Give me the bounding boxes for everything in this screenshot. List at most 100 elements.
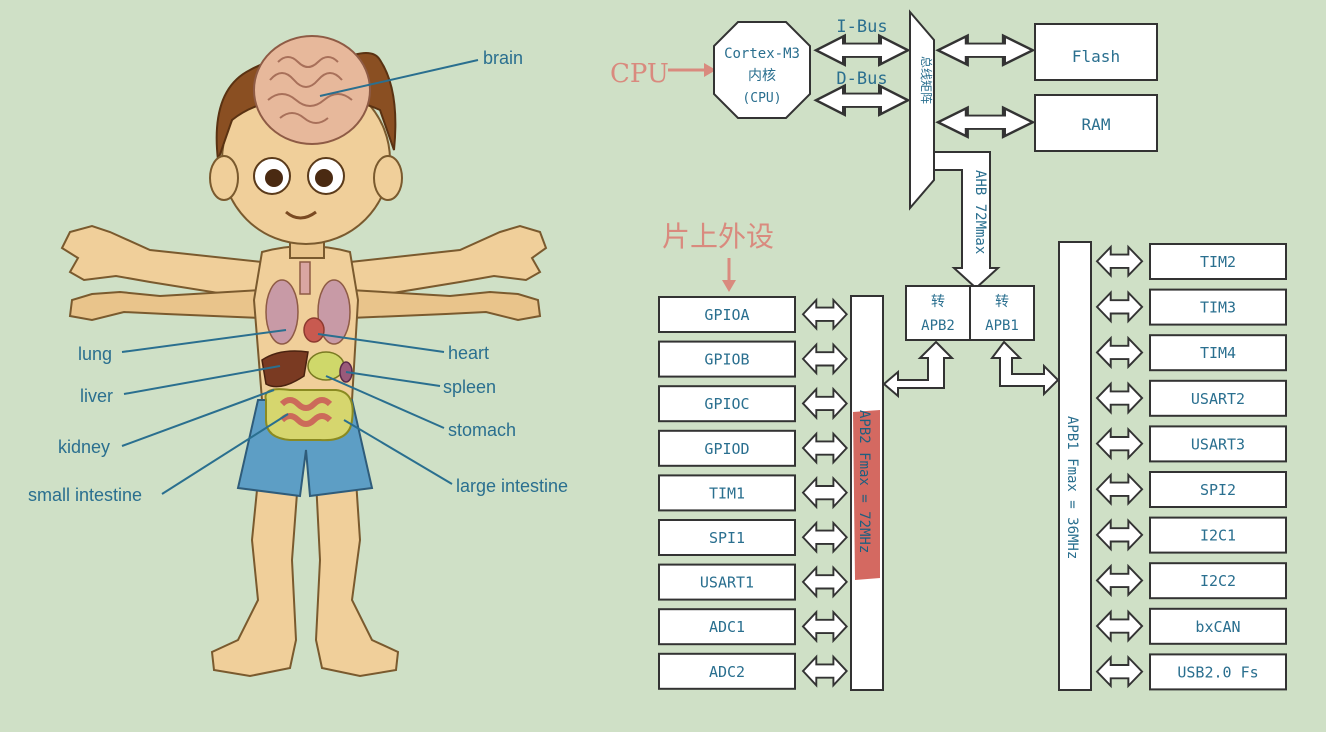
- liver-organ: [261, 350, 309, 388]
- peripheral-arrow-icon: [1096, 610, 1144, 642]
- bridge-apb1-line2: APB1: [985, 318, 1019, 334]
- apb1-bus-label: APB1 Fmax = 36MHz: [1064, 416, 1080, 559]
- ram-arrow-icon: [938, 108, 1033, 137]
- cpu-core-text: Cortex-M3 内核 (CPU): [724, 46, 800, 106]
- anatomy-labels: brain lung heart liver spleen kidney sto…: [28, 48, 568, 505]
- flash-block: [1034, 23, 1158, 81]
- peripheral-label: USART1: [700, 574, 754, 592]
- peripheral-label: I2C2: [1200, 572, 1236, 590]
- apb1-bus-bar: [1058, 241, 1092, 691]
- peripheral-arrow-icon: [1096, 382, 1144, 414]
- peripheral-gpioc: [658, 385, 796, 423]
- lung-right-organ: [317, 279, 351, 345]
- bridge-apb2-line1: 转: [931, 293, 945, 309]
- peripheral-label: GPIOC: [704, 395, 749, 413]
- apb2-highlight-mark: [853, 410, 880, 580]
- right-leg: [314, 479, 400, 678]
- mouth: [285, 210, 317, 220]
- peripheral-label: SPI2: [1200, 481, 1236, 499]
- peripheral-label: GPIOD: [704, 440, 749, 458]
- peripheral-i2c1: [1149, 516, 1287, 554]
- peripheral-arrow-icon: [1096, 337, 1144, 368]
- peripheral-label: GPIOB: [704, 351, 749, 369]
- leader-liver: [123, 365, 281, 395]
- leader-large-intestine: [343, 419, 453, 485]
- label-brain: brain: [483, 48, 523, 68]
- peripheral-usart2: [1149, 379, 1287, 417]
- peripheral-tim1: [658, 474, 796, 512]
- brain-organ: [253, 35, 371, 145]
- ahb-label: AHB 72Mmax: [972, 170, 988, 254]
- heart-organ: [303, 317, 325, 343]
- mcu-block-diagram: CPU Cortex-M3 内核 (CPU) I-Bus D-Bus 总线矩阵 …: [610, 9, 1287, 691]
- peripheral-usart1: [658, 563, 796, 601]
- peripheral-adc1: [658, 608, 796, 646]
- peripheral-usb2-0-fs: [1149, 653, 1287, 691]
- label-heart: heart: [448, 343, 489, 363]
- peripheral-arrow-icon: [1096, 519, 1144, 551]
- ibus-label: I-Bus: [836, 17, 887, 37]
- flash-arrow-icon: [938, 36, 1033, 65]
- right-arm: [349, 224, 548, 302]
- peripheral-arrow-icon: [1096, 565, 1144, 596]
- core-line3: (CPU): [742, 91, 781, 106]
- peripheral-label: ADC2: [709, 663, 745, 681]
- peripheral-arrow-icon: [1096, 428, 1144, 459]
- apb2-peripheral-list: GPIOAGPIOBGPIOCGPIODTIM1SPI1USART1ADC1AD…: [658, 296, 848, 690]
- peripheral-arrow-icon: [802, 477, 848, 508]
- peripheral-label: TIM1: [709, 484, 745, 502]
- right-arm-lower: [349, 288, 542, 322]
- brain-folds: [267, 56, 353, 124]
- flash-label: Flash: [1072, 47, 1120, 66]
- label-spleen: spleen: [443, 377, 496, 397]
- trachea: [299, 261, 311, 295]
- leader-kidney: [121, 389, 275, 447]
- cpu-core-block: [713, 21, 811, 119]
- cpu-arrow-icon: [668, 63, 716, 77]
- label-stomach: stomach: [448, 420, 516, 440]
- peripheral-arrow-icon: [802, 388, 848, 419]
- ahb-arrow-icon: [933, 151, 1001, 290]
- peripheral-arrow-icon: [802, 432, 848, 464]
- ear-right: [373, 155, 403, 201]
- onchip-annotation: 片上外设: [662, 220, 774, 253]
- left-arm: [60, 224, 263, 302]
- peripheral-label: GPIOA: [704, 306, 749, 324]
- peripheral-arrow-icon: [802, 522, 848, 553]
- bus-matrix-label: 总线矩阵: [919, 56, 933, 104]
- lung-left-organ: [265, 279, 299, 345]
- bridge-apb1-block: [969, 285, 1035, 341]
- left-leg: [210, 479, 300, 678]
- peripheral-label: I2C1: [1200, 527, 1236, 545]
- ibus-arrow-icon: [814, 34, 910, 67]
- peripheral-arrow-icon: [1096, 474, 1144, 505]
- peripheral-arrow-icon: [802, 566, 848, 598]
- peripheral-gpioa: [658, 296, 796, 333]
- large-intestine-organ: [264, 388, 354, 442]
- peripheral-gpiob: [658, 340, 796, 378]
- peripheral-tim2: [1149, 243, 1287, 280]
- peripheral-label: USART2: [1191, 390, 1245, 408]
- peripheral-label: SPI1: [709, 529, 745, 547]
- label-lung: lung: [78, 344, 112, 364]
- small-intestine-organ: [279, 397, 333, 427]
- bridge-apb2-line2: APB2: [921, 318, 955, 334]
- peripheral-arrow-icon: [1096, 246, 1144, 277]
- leader-small-intestine: [161, 413, 289, 495]
- pupil-left: [265, 169, 283, 187]
- peripheral-tim3: [1149, 288, 1287, 326]
- leader-stomach: [325, 375, 445, 429]
- peripheral-label: TIM2: [1200, 253, 1236, 271]
- cpu-annotation: CPU: [610, 59, 669, 89]
- peripheral-bxcan: [1149, 607, 1287, 645]
- bridge-apb1-line1: 转: [995, 293, 1009, 309]
- peripheral-label: USB2.0 Fs: [1177, 663, 1258, 681]
- apb1-peripheral-list: TIM2TIM3TIM4USART2USART3SPI2I2C1I2C2bxCA…: [1096, 243, 1287, 691]
- dbus-label: D-Bus: [836, 69, 887, 89]
- label-small-intestine: small intestine: [28, 485, 142, 505]
- peripheral-spi2: [1149, 471, 1287, 508]
- peripheral-arrow-icon: [802, 611, 848, 642]
- stomach-organ: [307, 351, 345, 381]
- core-line1: Cortex-M3: [724, 46, 800, 62]
